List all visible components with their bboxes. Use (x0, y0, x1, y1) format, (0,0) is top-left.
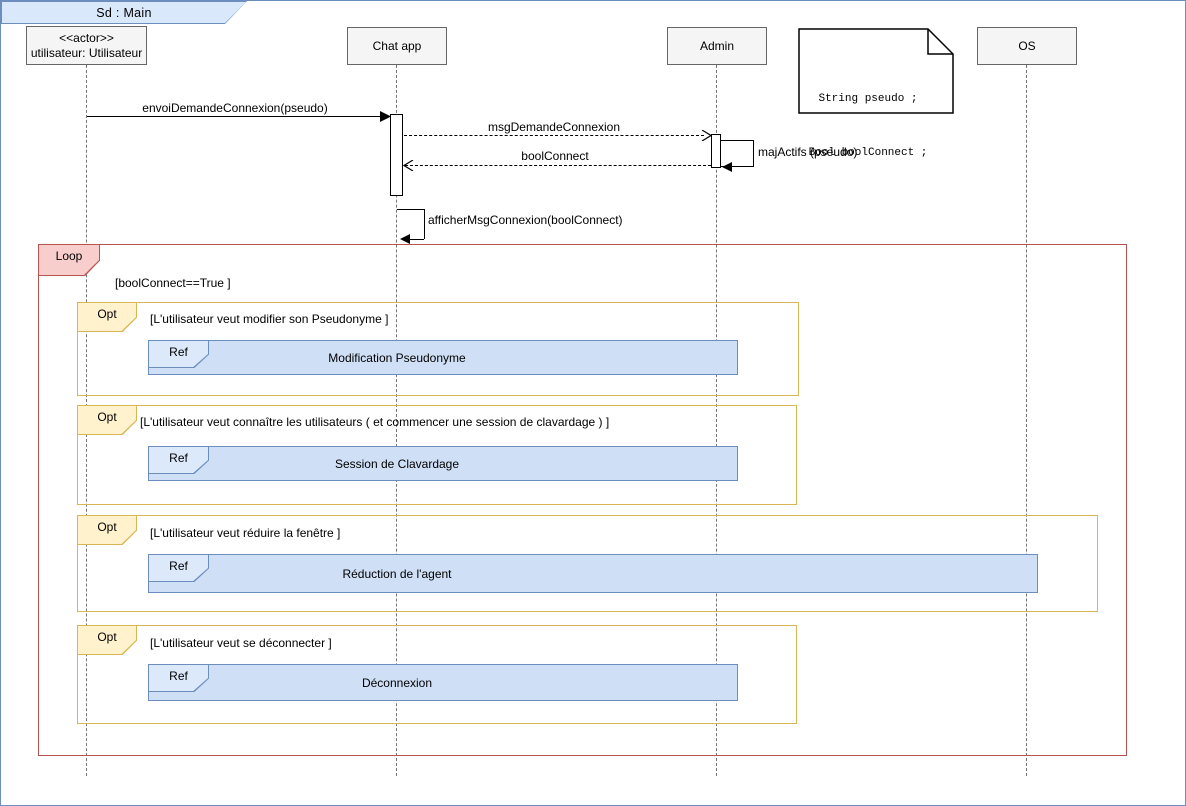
ref-modification-pseudonyme: Ref Modification Pseudonyme (148, 340, 738, 375)
opt-label-pentagon: Opt (77, 405, 137, 435)
opt-fragment-reduire-fenetre: Opt [L'utilisateur veut réduire la fenêt… (77, 515, 1098, 612)
opt-guard: [L'utilisateur veut se déconnecter ] (150, 636, 332, 650)
lifeline-chat-app (396, 65, 397, 776)
loop-label-pentagon: Loop (38, 244, 100, 276)
admin-name: Admin (699, 38, 734, 53)
opt-label: Opt (78, 516, 136, 544)
lifeline-os (1026, 65, 1027, 776)
self-call-admin-box (721, 140, 754, 167)
open-arrowhead-left-icon (403, 160, 414, 171)
opt-fragment-deconnecter: Opt [L'utilisateur veut se déconnecter ]… (77, 625, 797, 724)
ref-label: Ref (149, 665, 208, 691)
opt-fragment-session-clavardage: Opt [L'utilisateur veut connaître les ut… (77, 405, 797, 505)
actor-name: utilisateur: Utilisateur (30, 45, 143, 60)
message-boolconnect-label: boolConnect (521, 149, 589, 163)
opt-label: Opt (78, 406, 136, 434)
ref-text: Session de Clavardage (334, 456, 460, 471)
activation-chat-app (390, 114, 403, 196)
note-shape (798, 28, 954, 114)
filled-arrowhead-right-icon (380, 111, 391, 122)
loop-label: Loop (39, 245, 99, 275)
message-afficher-label: afficherMsgConnexion(boolConnect) (428, 213, 623, 227)
lifeline-head-admin: Admin (667, 27, 767, 65)
opt-guard: [L'utilisateur veut réduire la fenêtre ] (150, 526, 341, 540)
message-boolconnect-line (405, 165, 711, 166)
ref-reduction-agent: Ref Réduction de l'agent (148, 554, 1038, 593)
message-envoi-label: envoiDemandeConnexion(pseudo) (142, 101, 328, 115)
loop-fragment: Loop [boolConnect==True ] Opt [L'utilisa… (38, 244, 1127, 756)
ref-label: Ref (149, 447, 208, 473)
filled-arrowhead-left-icon (400, 234, 410, 244)
loop-guard: [boolConnect==True ] (115, 276, 231, 290)
ref-text: Réduction de l'agent (342, 566, 452, 581)
note-line-2: Bool boolConnect ; (808, 147, 928, 159)
chat-app-name: Chat app (372, 38, 422, 53)
ref-label-pentagon: Ref (148, 664, 209, 692)
actor-stereotype: <<actor>> (59, 30, 114, 45)
opt-label: Opt (78, 303, 136, 331)
ref-session-clavardage: Ref Session de Clavardage (148, 446, 738, 481)
lifeline-head-utilisateur: <<actor>> utilisateur: Utilisateur (26, 26, 147, 65)
self-call-chat-bottom (409, 239, 424, 240)
message-demande-line (404, 135, 704, 136)
message-demande-label: msgDemandeConnexion (487, 120, 621, 134)
message-majactifs-label: majActifs (pseudo) (758, 145, 858, 159)
opt-guard: [L'utilisateur veut connaître les utilis… (140, 415, 610, 429)
ref-label: Ref (149, 341, 208, 367)
self-call-chat-top (397, 209, 424, 210)
ref-label-pentagon: Ref (148, 340, 209, 368)
ref-label-pentagon: Ref (148, 554, 209, 582)
self-call-chat-right (424, 209, 425, 239)
note-variables: String pseudo ; Bool boolConnect ; (798, 28, 954, 159)
opt-guard: [L'utilisateur veut modifier son Pseudon… (150, 312, 389, 326)
lifeline-head-os: OS (977, 27, 1077, 65)
opt-label-pentagon: Opt (77, 625, 137, 655)
opt-label-pentagon: Opt (77, 515, 137, 545)
activation-admin (711, 134, 721, 168)
ref-text: Déconnexion (361, 675, 433, 690)
ref-deconnexion: Ref Déconnexion (148, 664, 738, 701)
os-name: OS (1018, 38, 1036, 53)
ref-label-pentagon: Ref (148, 446, 209, 474)
note-text: String pseudo ; Bool boolConnect ; (798, 54, 938, 198)
frame-title-banner: Sd : Main (1, 1, 247, 24)
lifeline-admin (716, 65, 717, 776)
ref-text: Modification Pseudonyme (328, 350, 466, 365)
message-envoi-line (87, 116, 383, 117)
opt-label-pentagon: Opt (77, 302, 137, 332)
filled-arrowhead-left-icon (722, 162, 732, 172)
note-line-1: String pseudo ; (818, 93, 918, 105)
opt-fragment-modifier-pseudonyme: Opt [L'utilisateur veut modifier son Pse… (77, 302, 799, 396)
frame-title: Sd : Main (2, 2, 246, 23)
lifeline-head-chat-app: Chat app (347, 27, 447, 65)
opt-label: Opt (78, 626, 136, 654)
